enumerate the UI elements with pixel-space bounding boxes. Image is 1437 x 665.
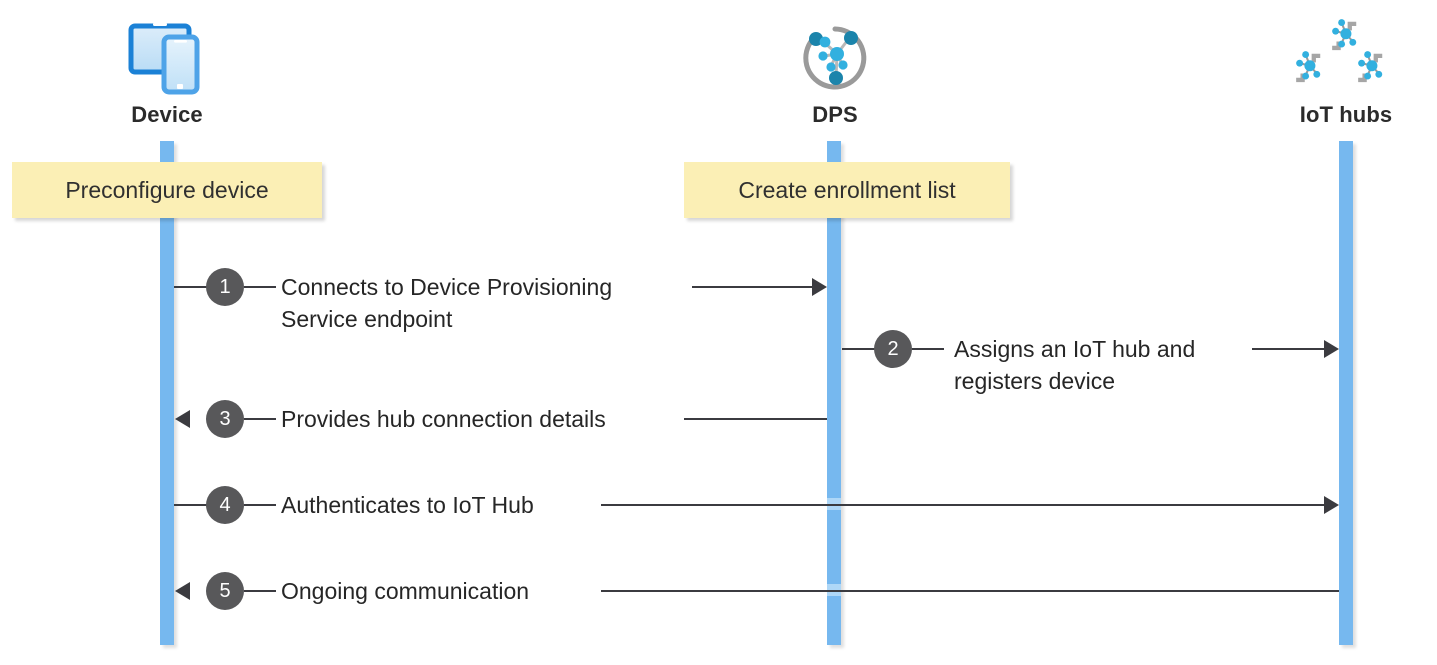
message-5-badge: 5 (206, 572, 244, 610)
note-preconfigure-device: Preconfigure device (12, 162, 322, 218)
message-3-arrowhead-left (175, 410, 190, 428)
actor-iot-hubs: IoT hubs (1236, 16, 1437, 126)
message-1-badge: 1 (206, 268, 244, 306)
message-4-label: Authenticates to IoT Hub (281, 492, 534, 518)
message-3-line-mid (244, 418, 276, 420)
device-provisioning-service-icon (725, 16, 945, 100)
message-2-line-mid (912, 348, 944, 350)
message-4-line-left (174, 504, 210, 506)
note-create-enrollment-list: Create enrollment list (684, 162, 1010, 218)
lifeline-dps (827, 141, 841, 645)
message-2-label: Assigns an IoT hub and registers device (954, 336, 1196, 394)
message-1-line-mid (244, 286, 276, 288)
message-1-label: Connects to Device Provisioning Service … (281, 274, 613, 332)
message-2-badge: 2 (874, 330, 912, 368)
message-4-badge: 4 (206, 486, 244, 524)
message-5-line-mid (244, 590, 276, 592)
iot-hubs-icon (1236, 16, 1437, 100)
message-2-arrowhead-right (1324, 340, 1339, 358)
message-1-line-left (174, 286, 210, 288)
note-create-enrollment-list-label: Create enrollment list (738, 176, 956, 203)
message-4-line-mid (244, 504, 276, 506)
message-2-line-left (842, 348, 878, 350)
actor-device: Device (57, 16, 277, 126)
message-5-arrowhead-left (175, 582, 190, 600)
lifeline-iot-hubs (1339, 141, 1353, 645)
message-3-line-right (684, 418, 827, 420)
message-3-badge: 3 (206, 400, 244, 438)
message-4-line-right (601, 504, 1329, 506)
message-4-arrowhead-right (1324, 496, 1339, 514)
message-1-line-right (692, 286, 817, 288)
actor-dps: DPS (725, 16, 945, 126)
message-5-line-right (601, 590, 1339, 592)
actor-dps-label: DPS (812, 102, 858, 127)
devices-tablet-phone-icon (57, 16, 277, 100)
message-3-label: Provides hub connection details (281, 406, 606, 432)
actor-device-label: Device (131, 102, 203, 127)
message-1-arrowhead-right (812, 278, 827, 296)
lifeline-device (160, 141, 174, 645)
note-preconfigure-device-label: Preconfigure device (65, 176, 269, 203)
message-5-label: Ongoing communication (281, 578, 530, 604)
message-2-line-right (1252, 348, 1329, 350)
actor-iot-hubs-label: IoT hubs (1299, 102, 1393, 127)
